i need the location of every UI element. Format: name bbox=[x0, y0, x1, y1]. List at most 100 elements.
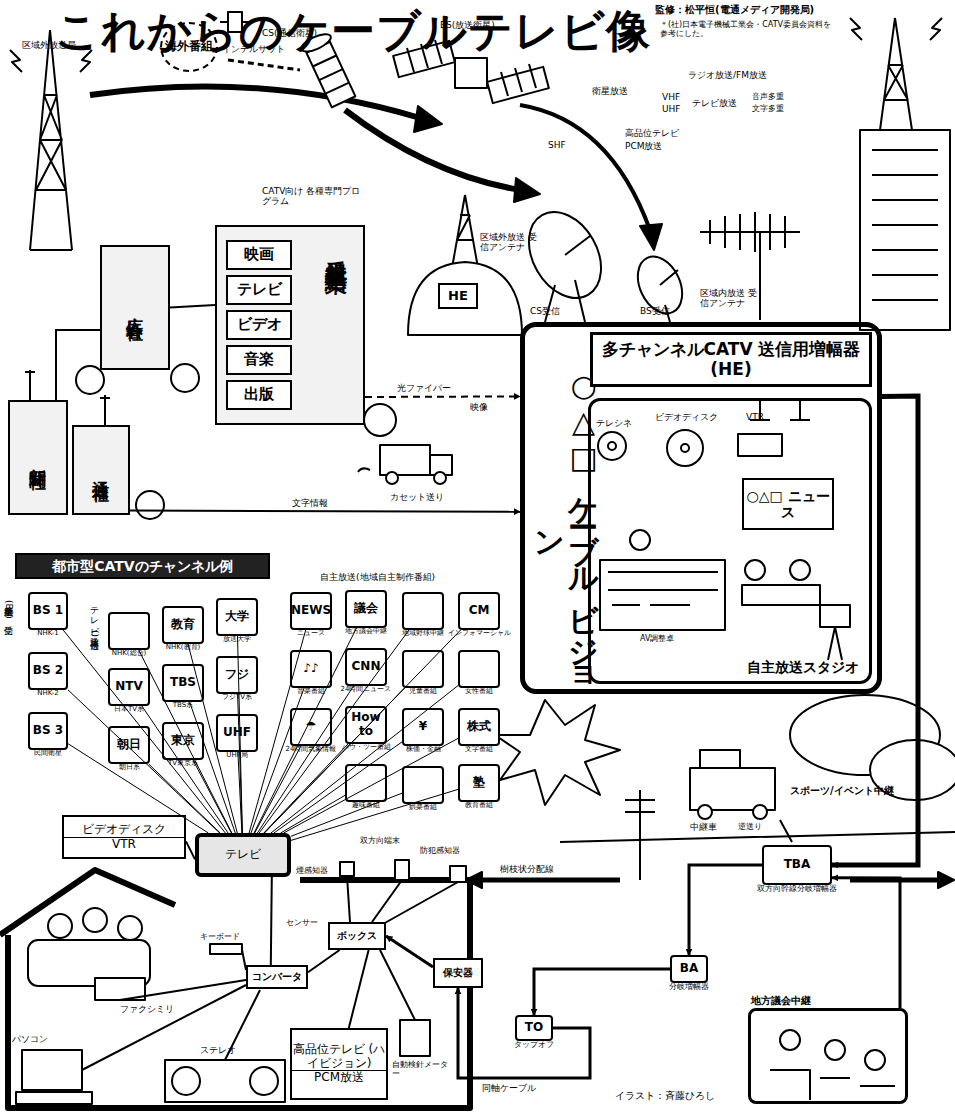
node-text: 広告会社 bbox=[125, 304, 145, 312]
annotation-label: 監修：松平恒(電通メディア開発局) bbox=[655, 4, 814, 16]
channel-icon: UHFUHF局 bbox=[216, 714, 258, 752]
connector-label: 文字情報 bbox=[290, 497, 330, 510]
node-text: 文字番組 bbox=[465, 745, 493, 753]
annotation-label: ラジオ放送/FM放送 bbox=[688, 70, 767, 80]
connector bbox=[170, 305, 215, 308]
node-text: NEWS bbox=[291, 604, 331, 618]
node-text: VTR bbox=[112, 838, 136, 852]
node-text: 朝日系 bbox=[119, 763, 140, 771]
node-text: ☂ bbox=[306, 720, 317, 734]
connector bbox=[281, 795, 345, 833]
node-text: CNN bbox=[352, 660, 381, 674]
node-text: NHK(教育) bbox=[166, 643, 201, 651]
annotation-label: 逆送り bbox=[738, 822, 762, 831]
channel-icon: 地域野球中継 bbox=[402, 592, 444, 630]
building: 通信社 bbox=[72, 425, 130, 515]
node-text: PCM放送 bbox=[314, 1071, 364, 1085]
channel-icon: 塾教育番組 bbox=[458, 764, 500, 802]
connector bbox=[254, 628, 357, 833]
node-text: 双方向幹線分岐増幅器 bbox=[757, 884, 837, 893]
device-box: コンバータ bbox=[246, 965, 308, 989]
node-text: ボックス bbox=[337, 930, 377, 942]
annotation-label: 衛星放送(BS)受信 bbox=[4, 600, 14, 619]
building: 広告会社 bbox=[100, 245, 170, 370]
node-text: フジ bbox=[225, 668, 249, 682]
genre-box: テレビ bbox=[226, 275, 292, 305]
connector bbox=[308, 950, 340, 972]
node-text: How to bbox=[347, 711, 385, 739]
connector bbox=[274, 742, 402, 833]
connector bbox=[264, 744, 348, 833]
annotation-label: スポーツ/イベント中継 bbox=[790, 785, 894, 797]
channel-icon: 女性番組 bbox=[458, 650, 500, 688]
annotation-label: テレビ放送(再送信) bbox=[90, 600, 100, 637]
node-text: 24時間気象情報 bbox=[286, 745, 337, 753]
annotation-label: 自動検針メーター bbox=[392, 1060, 452, 1078]
connector bbox=[349, 950, 369, 1028]
annotation-label: AV調整卓 bbox=[640, 634, 674, 643]
node-text: ビデオ bbox=[237, 316, 282, 333]
channel-icon: ♪♪音楽番組 bbox=[290, 650, 332, 688]
annotation-label: 防犯感知器 bbox=[420, 846, 460, 855]
connector bbox=[832, 878, 900, 1008]
node-text: 24時間ニュース bbox=[341, 685, 392, 693]
annotation-label: SHF bbox=[548, 140, 566, 150]
connector-label: 同軸ケーブル bbox=[480, 1082, 538, 1095]
genre-box: ビデオ bbox=[226, 310, 292, 340]
building: 新聞社 bbox=[8, 400, 68, 515]
node-text: BS 3 bbox=[33, 724, 63, 738]
annotation-label: イラスト：斉藤ひろし bbox=[615, 1090, 715, 1102]
annotation-label: カセット送り bbox=[390, 492, 444, 502]
annotation-label: テレシネ bbox=[596, 418, 632, 428]
device-box: ボックス bbox=[328, 922, 386, 950]
channel-icon: 教育NHK(教育) bbox=[162, 606, 204, 644]
studio-panel: 自主放送スタジオ○△□ ニュース bbox=[588, 398, 872, 684]
annotation-label: UHF bbox=[662, 104, 681, 114]
node-text: 朝日 bbox=[117, 738, 141, 752]
node-text: ニュース bbox=[297, 629, 325, 637]
annotation-label: インテルサット bbox=[222, 44, 285, 54]
node-text: CM bbox=[469, 604, 490, 618]
channel-icon: 趣味番組 bbox=[345, 764, 387, 802]
annotation-label: CATV向け 各種専門プログラム bbox=[262, 186, 362, 207]
node-text: 放送大学 bbox=[223, 635, 251, 643]
node-text: 出版 bbox=[244, 386, 274, 403]
channel-icon: NHK(総合) bbox=[108, 612, 150, 650]
annotation-label: 煙感知器 bbox=[296, 866, 328, 875]
council-panel: 地方議会中継 bbox=[748, 1008, 908, 1104]
amplifier-box: BA分岐増幅器 bbox=[670, 955, 708, 983]
cable-station: ○△□ケーブルビジョン多チャンネルCATV 送信用増幅器(HE)自主放送スタジオ… bbox=[520, 322, 882, 694]
connector bbox=[186, 841, 195, 859]
node-text: テレビ bbox=[237, 281, 282, 298]
node-text: NHK(総合) bbox=[112, 649, 147, 657]
annotation-label: BS受信 bbox=[640, 306, 670, 316]
channel-icon: CMインフォマーシャル bbox=[458, 592, 500, 630]
connector bbox=[257, 686, 353, 833]
node-text: 新聞社 bbox=[28, 455, 48, 461]
channel-icon: ¥株価・金融 bbox=[402, 708, 444, 746]
annotation-label: ステレオ bbox=[200, 1045, 236, 1055]
annotation-label: 高品位テレビ bbox=[625, 128, 679, 138]
node-text: 都市型CATVのチャンネル例 bbox=[52, 558, 232, 574]
genre-box: 音楽 bbox=[226, 345, 292, 375]
connector bbox=[130, 511, 520, 512]
node-text: 娯楽番組 bbox=[409, 803, 437, 811]
channel-icon: NEWSニュース bbox=[290, 592, 332, 630]
genre-box: 映画 bbox=[226, 240, 292, 270]
node-text: NTV bbox=[115, 680, 143, 694]
node-text: 議会 bbox=[354, 602, 378, 616]
connector bbox=[284, 738, 458, 833]
connector bbox=[386, 936, 433, 967]
annotation-label: ビデオディスク bbox=[655, 412, 718, 422]
node-text: 映画 bbox=[244, 246, 274, 263]
node-text: ♪♪ bbox=[303, 662, 318, 676]
node-text: BS 2 bbox=[33, 664, 63, 678]
node-text: 番組供給業 bbox=[324, 243, 349, 258]
connector bbox=[365, 395, 520, 398]
annotation-label: ＊(社)日本電子機械工業会・CATV委員会資料を参考にした。 bbox=[660, 20, 835, 38]
node-text: ¥ bbox=[419, 720, 427, 734]
annotation-label: 音声多重 bbox=[752, 92, 784, 101]
node-text: 塾 bbox=[473, 776, 485, 790]
node-text: TV東京系 bbox=[168, 759, 198, 767]
